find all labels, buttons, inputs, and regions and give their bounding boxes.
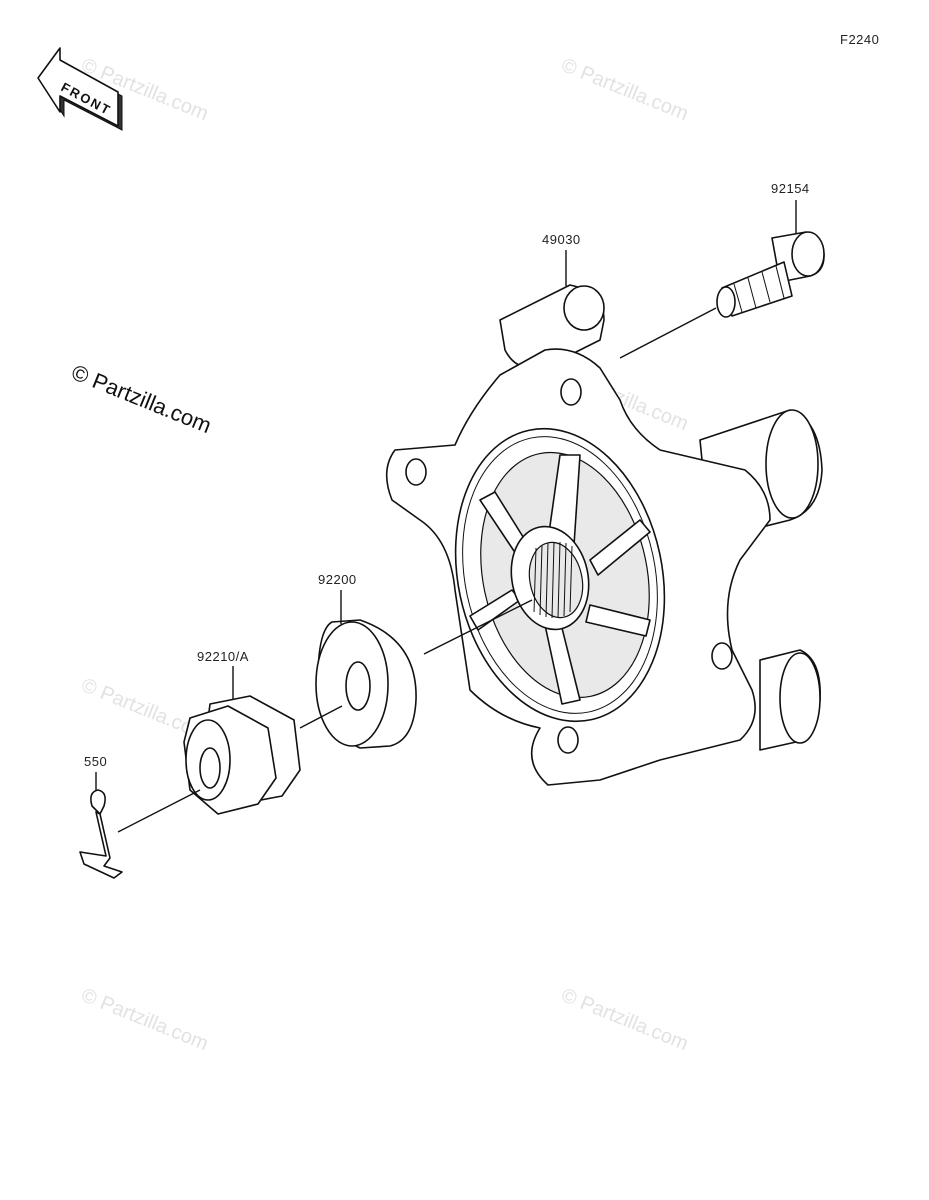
part-label-550: 550: [84, 754, 107, 769]
bolt-hole: [711, 642, 733, 670]
part-550-cotter-pin: [79, 789, 123, 879]
part-label-92210a: 92210/A: [197, 649, 249, 664]
part-label-92200: 92200: [318, 572, 357, 587]
watermark-text: © Partzilla.com: [558, 54, 691, 125]
watermark-text: © Partzilla.com: [78, 984, 211, 1055]
part-label-49030: 49030: [542, 232, 581, 247]
watermark-main: © Partzilla.com: [68, 359, 215, 438]
part-labels: 92154 49030 92200 92210/A 550: [84, 181, 810, 769]
part-49030-hub: [385, 284, 823, 786]
bolt-hole: [557, 726, 579, 754]
assembly-lines: [95, 200, 797, 833]
part-label-92154: 92154: [771, 181, 810, 196]
figure-code: F2240: [840, 32, 879, 47]
watermark-text: © Partzilla.com: [558, 984, 691, 1055]
part-92154-stud: [716, 231, 825, 318]
bolt-hole: [560, 378, 582, 406]
part-92210a-nut: [183, 695, 301, 815]
part-92200-washer: [315, 619, 417, 749]
front-arrow-icon: FRONT: [37, 47, 123, 131]
bolt-hole: [405, 458, 427, 486]
